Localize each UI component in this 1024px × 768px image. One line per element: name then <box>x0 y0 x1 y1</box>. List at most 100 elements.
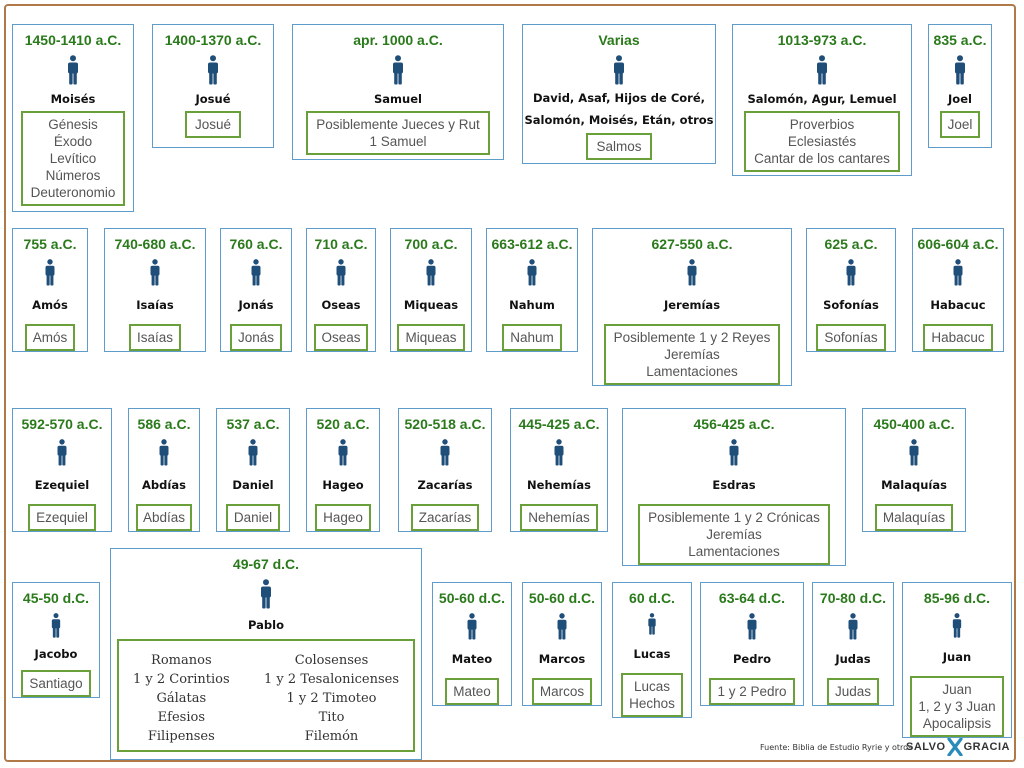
book-title: Josué <box>194 117 232 132</box>
date-label: 537 a.C. <box>226 416 280 432</box>
books-box: Isaías <box>128 324 182 351</box>
date-label: apr. 1000 a.C. <box>353 32 443 48</box>
book-title: Ezequiel <box>36 510 88 525</box>
book-title: Hechos <box>629 696 675 711</box>
books-box: Lucas Hechos <box>621 673 683 717</box>
date-label: 627-550 a.C. <box>651 236 733 252</box>
author-name: Lucas <box>633 647 671 661</box>
card-pedro: 63-64 d.C. Pedro 1 y 2 Pedro <box>700 582 804 706</box>
date-label: 700 a.C. <box>404 236 458 252</box>
book-title: Cantar de los cantares <box>754 151 890 166</box>
book-title: Nehemías <box>528 510 590 525</box>
author-name: Isaías <box>136 298 174 312</box>
date-label: 1450-1410 a.C. <box>24 32 122 48</box>
date-label: 1013-973 a.C. <box>777 32 867 48</box>
book-title: 1, 2 y 3 Juan <box>918 699 996 714</box>
person-icon <box>261 579 271 609</box>
book-title: 1 y 2 Timoteo <box>286 691 377 706</box>
card-moises: 1450-1410 a.C. Moisés Génesis Éxodo Leví… <box>12 24 134 212</box>
card-miqueas: 700 a.C. Miqueas Miqueas <box>390 228 472 352</box>
author-name: Nehemías <box>527 478 591 492</box>
author-name: Nahum <box>509 298 555 312</box>
books-box: Posiblemente 1 y 2 Crónicas Jeremías Lam… <box>638 504 830 565</box>
card-ezequiel: 592-570 a.C. Ezequiel Ezequiel <box>12 408 112 532</box>
books-box: Juan 1, 2 y 3 Juan Apocalipsis <box>910 676 1004 737</box>
person-icon <box>251 259 261 286</box>
card-nahum: 663-612 a.C. Nahum Nahum <box>486 228 578 352</box>
date-label: 740-680 a.C. <box>114 236 196 252</box>
author-line: David, Asaf, Hijos de Coré, <box>532 91 706 105</box>
author-name: Esdras <box>712 478 756 492</box>
card-joel: 835 a.C. Joel Joel <box>928 24 992 148</box>
books-box: Daniel <box>225 504 281 531</box>
books-box: Génesis Éxodo Levítico Números Deuterono… <box>20 111 126 206</box>
author-name: Daniel <box>232 478 274 492</box>
date-label: 50-60 d.C. <box>438 590 506 606</box>
author-name: Jeremías <box>663 298 721 312</box>
pablo-books: Romanos 1 y 2 Corintios Gálatas Efesios … <box>119 641 413 750</box>
author-name: Samuel <box>374 92 422 106</box>
author-line: Salomón, Moisés, Etán, otros <box>524 113 714 127</box>
books-column-left: Romanos 1 y 2 Corintios Gálatas Efesios … <box>133 651 230 746</box>
card-juan: 85-96 d.C. Juan Juan 1, 2 y 3 Juan Apoca… <box>902 582 1012 738</box>
book-title: Posiblemente 1 y 2 Crónicas <box>648 510 820 525</box>
date-label: 70-80 d.C. <box>819 590 887 606</box>
logo-text-left: SALVO <box>906 741 946 753</box>
book-title: Levítico <box>49 151 97 166</box>
books-box: 1 y 2 Pedro <box>709 678 795 705</box>
card-marcos: 50-60 d.C. Marcos Marcos <box>522 582 602 706</box>
author-name: Miqueas <box>403 298 459 312</box>
author-name: Abdías <box>142 478 186 492</box>
card-salomon: 1013-973 a.C. Salomón, Agur, Lemuel Prov… <box>732 24 912 176</box>
book-title: Posiblemente Jueces y Rut <box>316 117 480 132</box>
date-label: 49-67 d.C. <box>232 556 300 572</box>
books-box: Miqueas <box>397 324 465 351</box>
date-label: 663-612 a.C. <box>491 236 573 252</box>
person-icon <box>527 259 537 286</box>
author-name: Ezequiel <box>34 478 90 492</box>
person-icon <box>467 613 477 640</box>
card-samuel: apr. 1000 a.C. Samuel Posiblemente Juece… <box>292 24 504 160</box>
card-abdias: 586 a.C. Abdías Abdías <box>128 408 200 532</box>
book-title: Oseas <box>321 330 361 345</box>
book-title: Joel <box>947 117 973 132</box>
date-label: 520-518 a.C. <box>404 416 486 432</box>
book-title: Eclesiastés <box>787 134 857 149</box>
author-name: Josué <box>195 92 231 106</box>
person-icon <box>248 439 258 466</box>
date-label: 755 a.C. <box>23 236 77 252</box>
book-title: Jeremías <box>706 527 762 542</box>
person-icon <box>336 259 346 286</box>
book-title: Isaías <box>136 330 174 345</box>
card-jeremias: 627-550 a.C. Jeremías Posiblemente 1 y 2… <box>592 228 792 386</box>
date-label: 520 a.C. <box>316 416 370 432</box>
book-title: Posiblemente 1 y 2 Reyes <box>613 330 771 345</box>
author-name: Amós <box>32 298 68 312</box>
books-box: Habacuc <box>923 324 993 351</box>
book-title: Abdías <box>142 510 186 525</box>
person-icon <box>208 55 218 85</box>
date-label: 606-604 a.C. <box>917 236 999 252</box>
card-amos: 755 a.C. Amós Amós <box>12 228 88 352</box>
books-box: Joel <box>939 111 981 138</box>
person-icon <box>68 55 78 85</box>
books-box: Mateo <box>445 678 499 705</box>
book-title: Gálatas <box>156 691 207 706</box>
date-label: 60 d.C. <box>629 590 675 606</box>
book-title: Romanos <box>151 653 212 668</box>
book-title: Malaquías <box>882 510 946 525</box>
date-label: 63-64 d.C. <box>718 590 786 606</box>
date-label: 450-400 a.C. <box>873 416 955 432</box>
book-title: Deuteronomio <box>30 185 116 200</box>
date-label: 1400-1370 a.C. <box>164 32 262 48</box>
book-title: Juan <box>942 682 972 697</box>
book-title: 1 y 2 Pedro <box>717 684 787 699</box>
card-habacuc: 606-604 a.C. Habacuc Habacuc <box>912 228 1004 352</box>
date-label: 760 a.C. <box>229 236 283 252</box>
date-label: 445-425 a.C. <box>518 416 600 432</box>
books-box: Amós <box>24 324 76 351</box>
person-icon <box>150 259 160 286</box>
author-name: Pedro <box>732 652 772 666</box>
person-icon <box>159 439 169 466</box>
book-title: Éxodo <box>53 134 93 149</box>
